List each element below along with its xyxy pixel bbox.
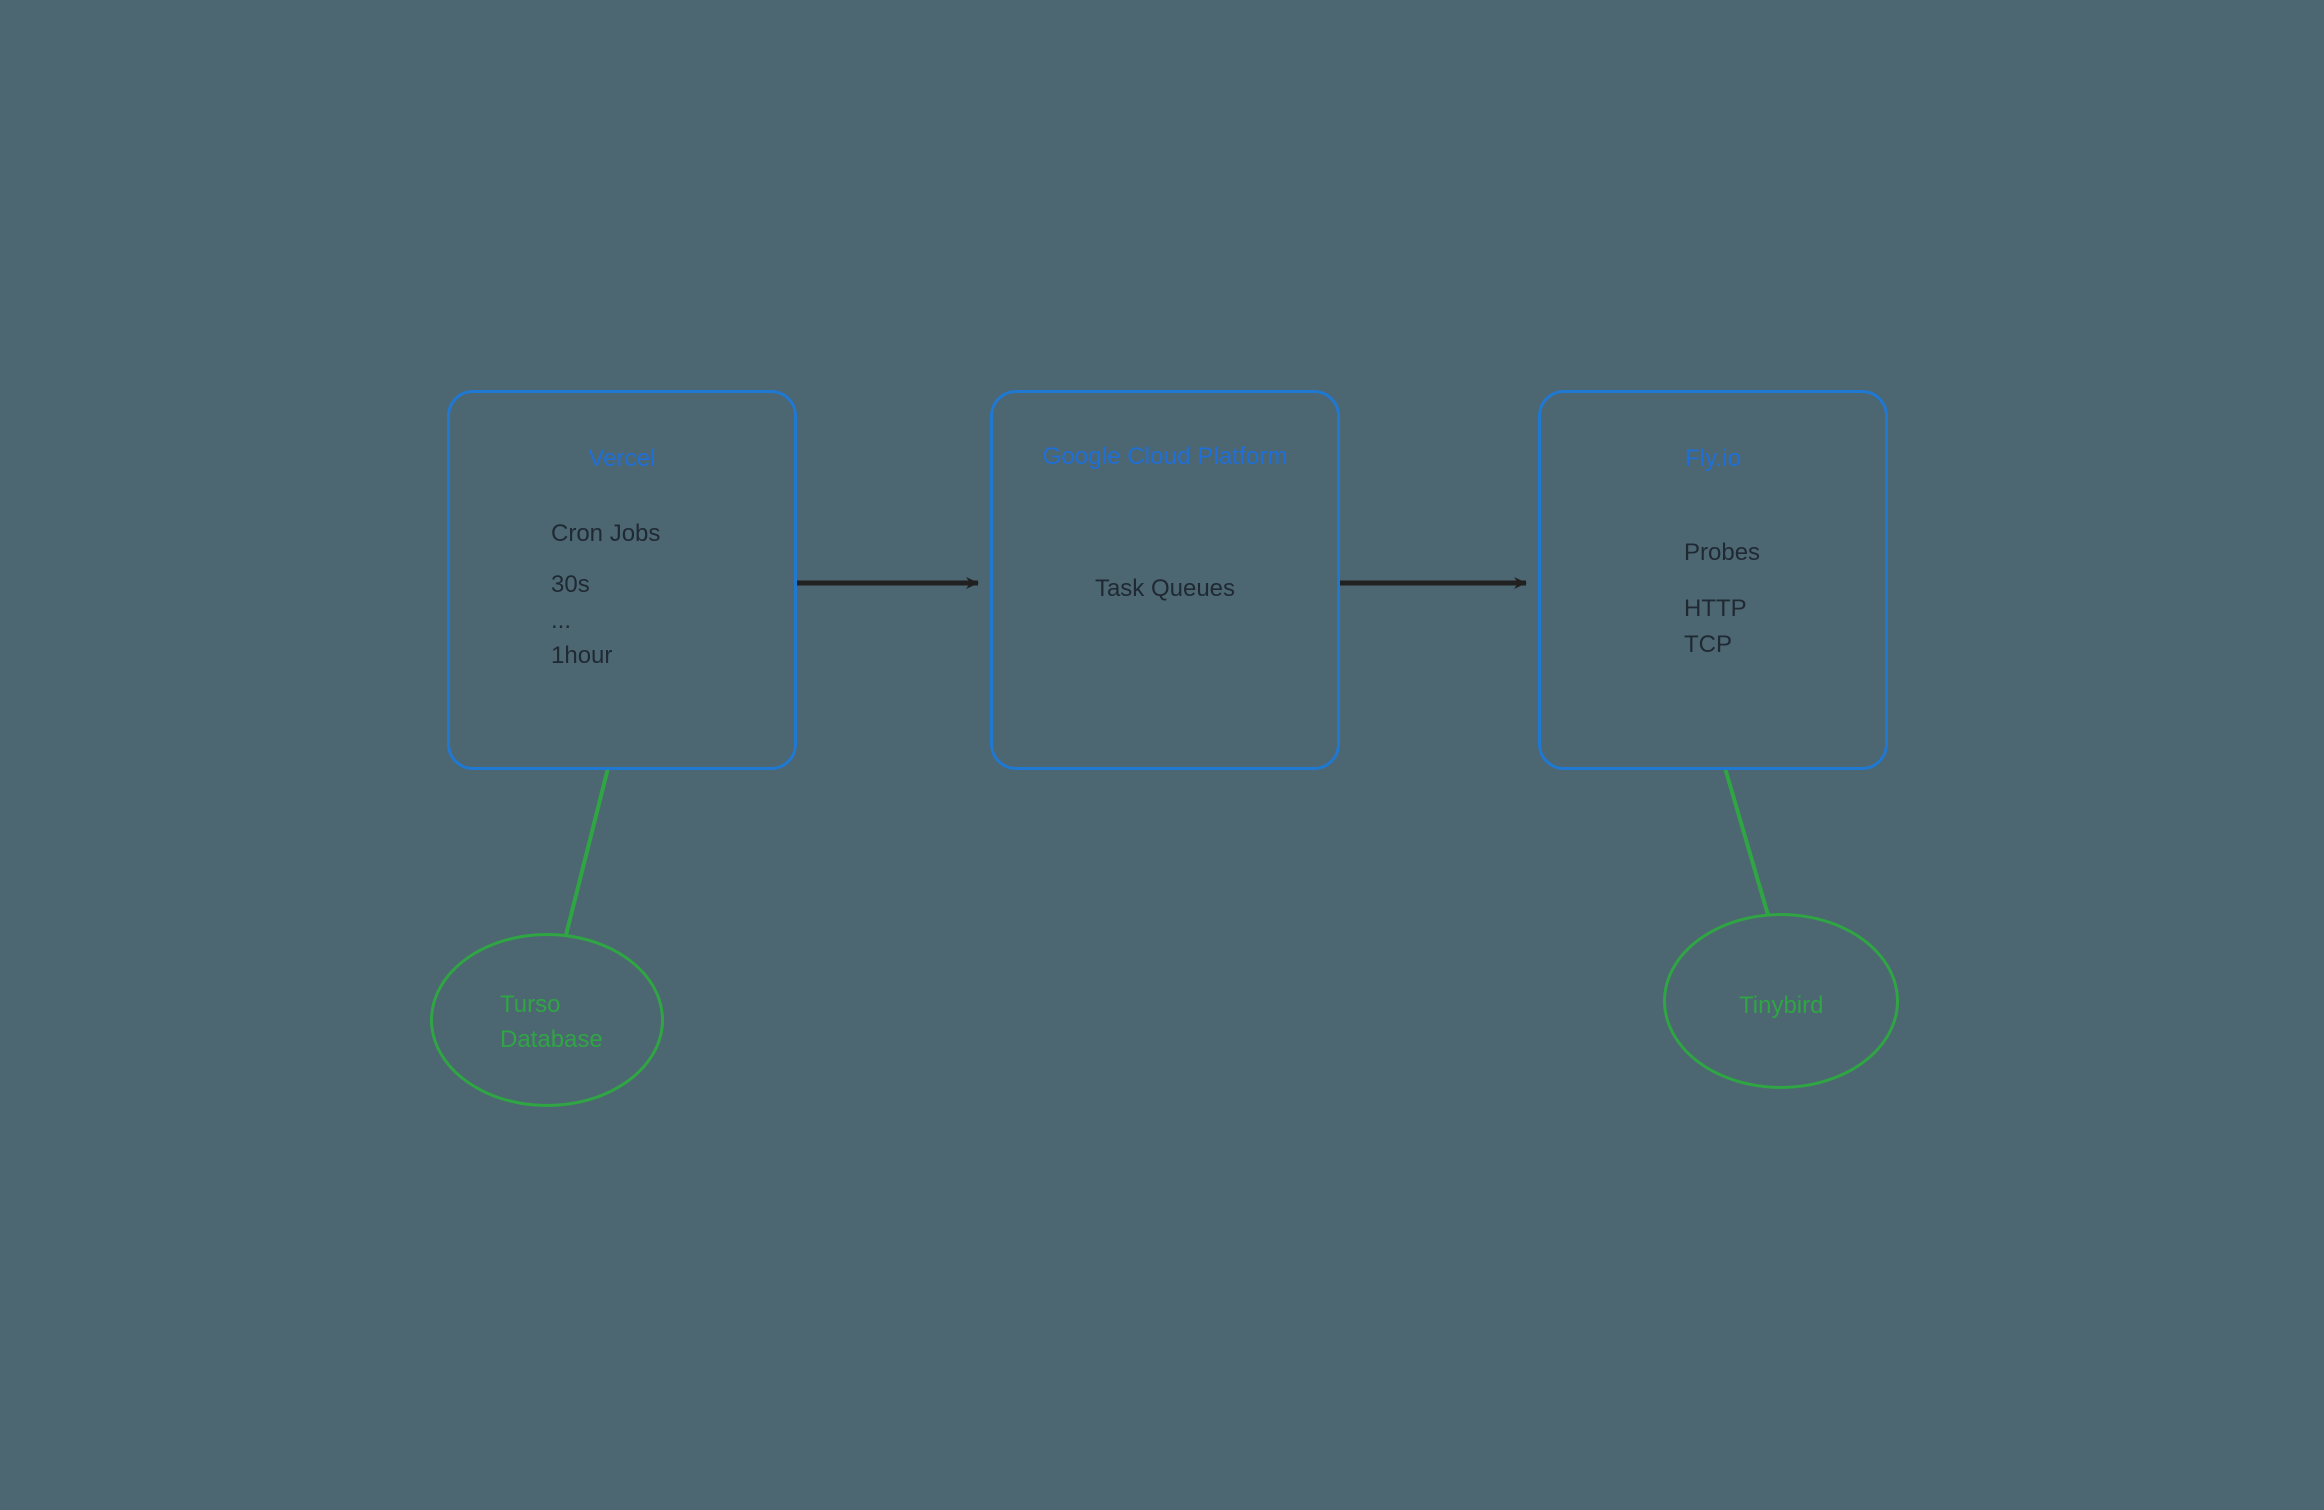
node-cron-jobs: Cron Jobs	[551, 520, 661, 547]
group-vercel[interactable]: Vercel Cron Jobs 30s ... 1hour	[447, 390, 797, 770]
node-probes: Probes	[1684, 539, 1761, 566]
node-probe-protocols: HTTP TCP	[1684, 595, 1747, 658]
datastore-turso[interactable]: Turso Database	[430, 933, 664, 1107]
group-vercel-title: Vercel	[588, 445, 656, 472]
datastore-tinybird-label: Tinybird	[1739, 992, 1824, 1019]
datastore-tinybird[interactable]: Tinybird	[1663, 913, 1899, 1089]
connector-flyio-to-tinybird	[1723, 767, 1770, 916]
node-cron-intervals: 30s ... 1hour	[551, 571, 613, 670]
group-gcp-title: Google Cloud Platform	[1042, 443, 1288, 470]
datastore-turso-label: Turso Database	[500, 991, 603, 1053]
group-flyio[interactable]: Fly.io Probes HTTP TCP	[1538, 390, 1888, 770]
node-task-queues: Task Queues	[1094, 575, 1236, 602]
group-google-cloud-platform[interactable]: Google Cloud Platform Task Queues	[990, 390, 1340, 770]
connector-vercel-to-turso	[564, 767, 610, 936]
group-flyio-title: Fly.io	[1684, 445, 1742, 472]
